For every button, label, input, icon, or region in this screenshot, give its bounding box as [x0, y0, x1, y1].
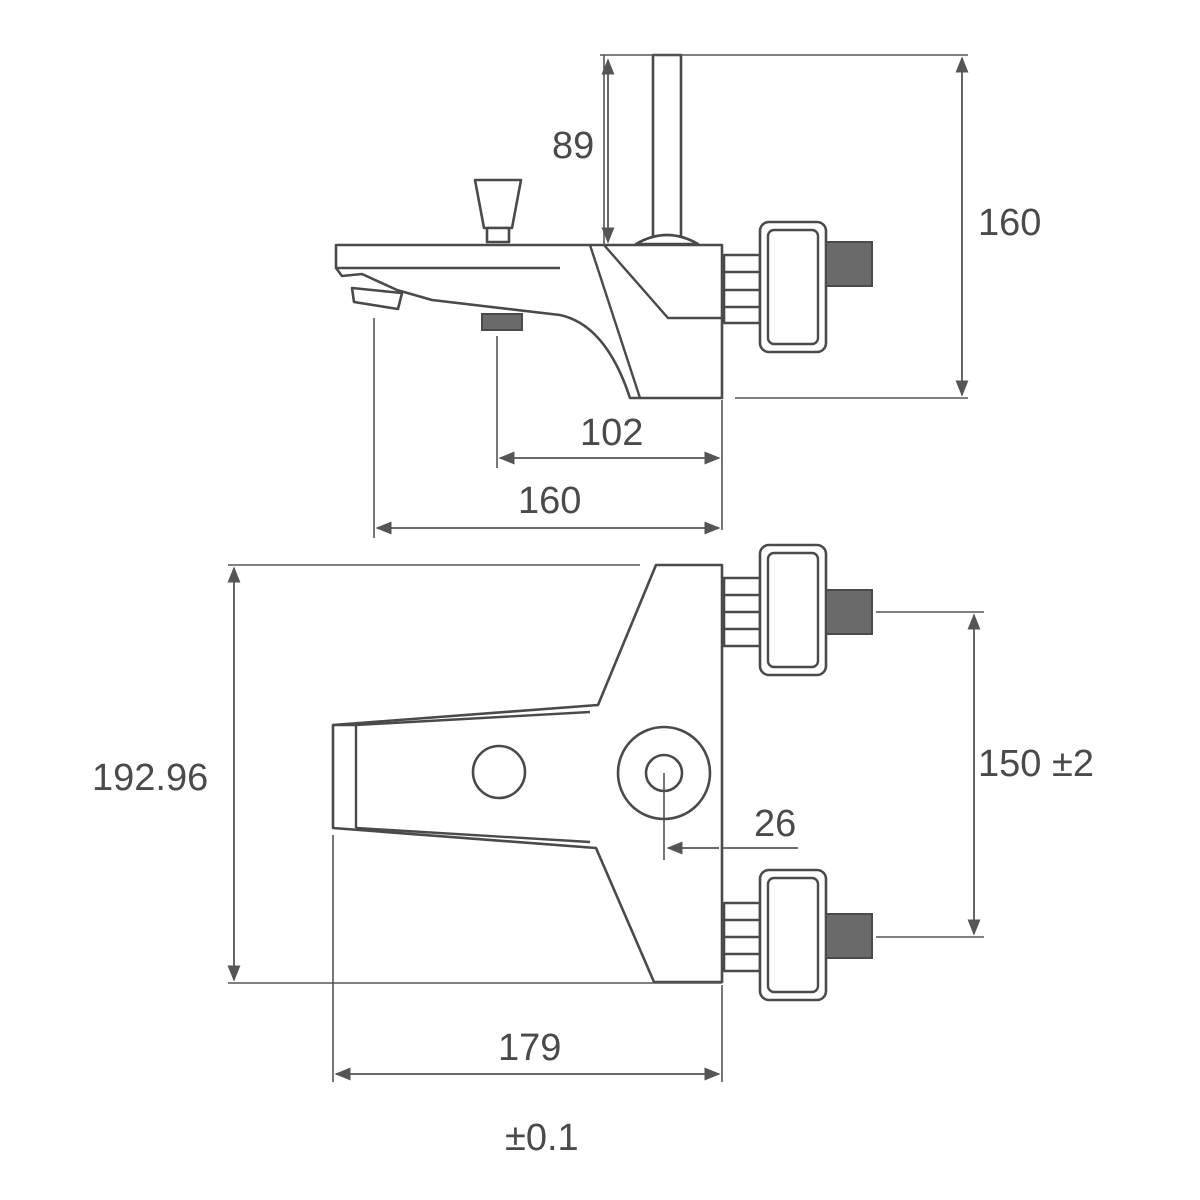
plan-view: 192.96 150 ±2 26 179 ±0.1: [92, 543, 1094, 1159]
diverter-knob-stem: [485, 226, 511, 244]
dim-102-label: 102: [580, 412, 643, 454]
tolerance-note: ±0.1: [505, 1117, 579, 1159]
upper-inlet-body: [758, 543, 828, 677]
dim-179-label: 179: [498, 1027, 561, 1069]
riser-collar: [634, 233, 700, 246]
inlet-thread: [825, 241, 873, 287]
spout-facet-line-2: [603, 244, 722, 320]
lower-inlet-body: [758, 868, 828, 1002]
dim-150-label: 150 ±2: [978, 743, 1094, 785]
dim-192-96-label: 192.96: [92, 757, 208, 799]
diverter-circle: [471, 744, 527, 800]
dim-26-label: 26: [754, 803, 796, 845]
lower-inlet-thread: [825, 913, 873, 959]
threaded-outlet: [481, 313, 523, 331]
dim-160-horizontal-label: 160: [518, 480, 581, 522]
plan-body: [331, 563, 724, 984]
upper-inlet-thread: [825, 589, 873, 635]
spout-body: [334, 243, 724, 400]
side-view: 89 160 102 160: [334, 53, 1041, 538]
dim-160-vertical-label: 160: [978, 202, 1041, 244]
diverter-knob: [473, 178, 523, 230]
inlet-body: [758, 220, 828, 354]
aerator: [350, 286, 404, 311]
dim-89-label: 89: [552, 125, 594, 167]
spout-facet-line: [588, 244, 642, 399]
riser-pipe: [651, 53, 683, 243]
